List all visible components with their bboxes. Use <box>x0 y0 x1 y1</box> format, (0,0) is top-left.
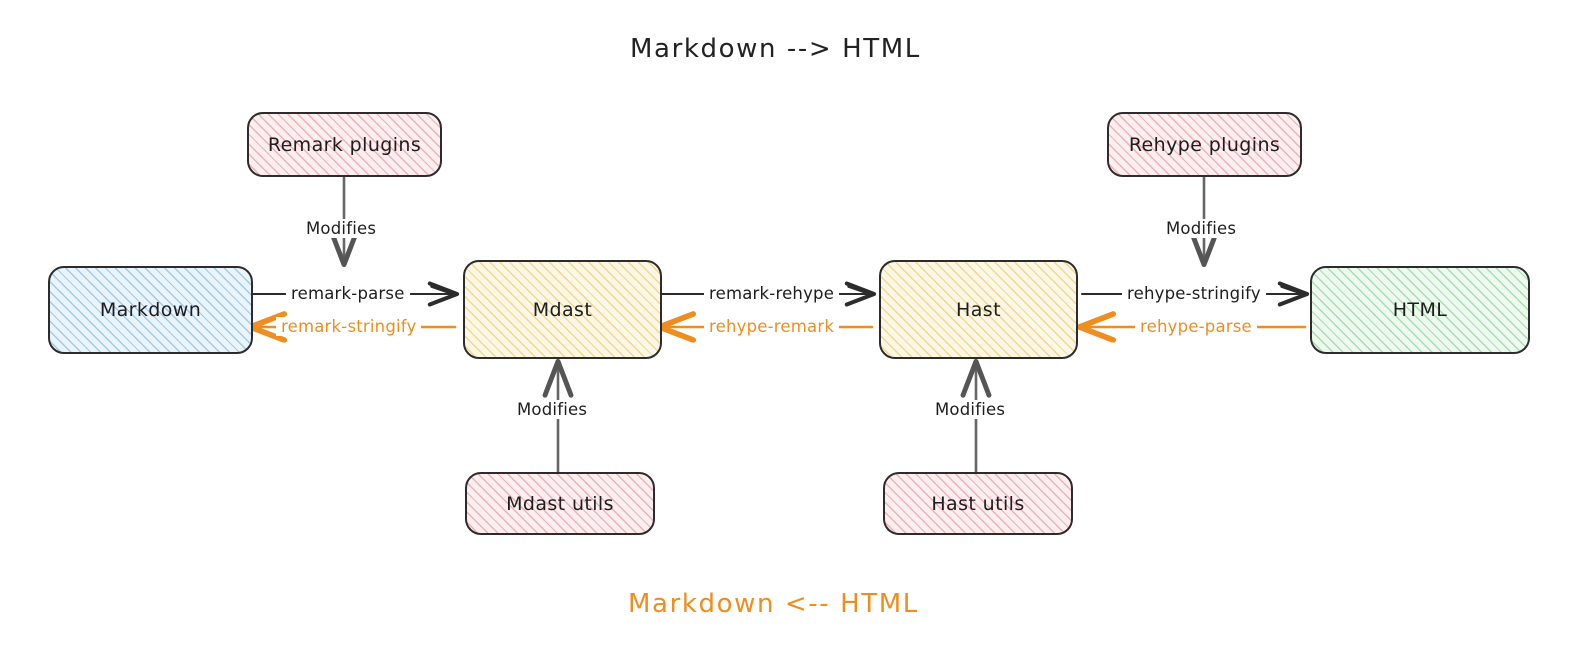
node-rehype-plugins[interactable]: Rehype plugins <box>1107 112 1302 177</box>
node-mdast-utils[interactable]: Mdast utils <box>465 472 655 535</box>
node-remark-plugins[interactable]: Remark plugins <box>247 112 442 177</box>
edge-label-remark-parse: remark-parse <box>286 284 410 303</box>
edge-label-rehype-modifies: Modifies <box>1161 219 1242 238</box>
node-hast-utils[interactable]: Hast utils <box>883 472 1073 535</box>
node-markdown[interactable]: Markdown <box>48 266 253 354</box>
node-html-label: HTML <box>1392 299 1448 321</box>
edge-label-hast-modifies: Modifies <box>930 400 1011 419</box>
node-html[interactable]: HTML <box>1310 266 1530 354</box>
edge-label-remark-rehype: remark-rehype <box>704 284 840 303</box>
node-mdast-utils-label: Mdast utils <box>506 492 614 515</box>
title-markdown-to-html: Markdown --> HTML <box>630 34 921 64</box>
edge-label-rehype-remark: rehype-remark <box>704 317 840 336</box>
node-hast-label: Hast <box>956 298 1001 321</box>
edge-label-remark-modifies: Modifies <box>301 219 382 238</box>
node-mdast[interactable]: Mdast <box>463 260 662 359</box>
node-markdown-label: Markdown <box>99 299 202 321</box>
edge-label-mdast-modifies: Modifies <box>512 400 593 419</box>
title-html-to-markdown: Markdown <-- HTML <box>628 589 919 619</box>
node-hast[interactable]: Hast <box>879 260 1078 359</box>
edge-label-remark-stringify: remark-stringify <box>276 317 422 336</box>
node-hast-utils-label: Hast utils <box>931 492 1025 515</box>
edge-label-rehype-stringify: rehype-stringify <box>1122 284 1266 303</box>
node-mdast-label: Mdast <box>532 298 593 321</box>
edge-label-rehype-parse: rehype-parse <box>1135 317 1257 336</box>
node-remark-plugins-label: Remark plugins <box>267 133 422 156</box>
node-rehype-plugins-label: Rehype plugins <box>1128 133 1281 156</box>
